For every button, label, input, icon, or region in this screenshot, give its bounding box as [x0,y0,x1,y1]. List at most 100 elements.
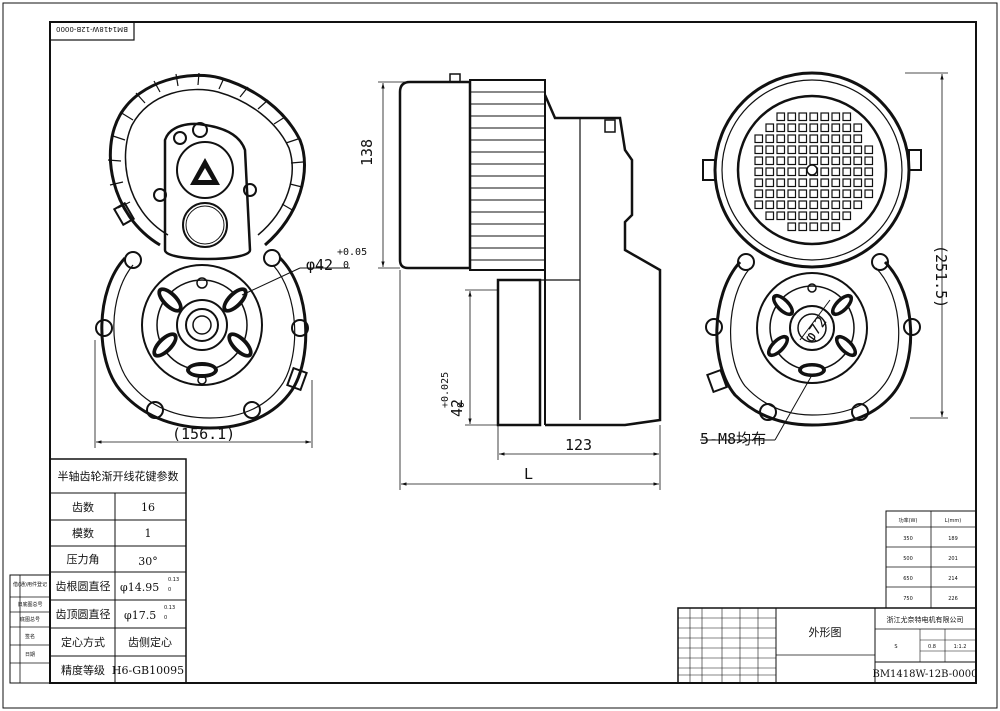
vent-slot [798,178,808,188]
power-row-3-l: 226 [948,596,958,602]
right-view [700,71,922,441]
vent-slot [754,156,764,166]
vent-slot [787,178,797,188]
vent-slot [798,112,808,122]
title-company: 浙江尤奈特电机有限公司 [887,615,964,624]
vent-slot [798,156,808,166]
diameter-label: φ42 [306,256,333,274]
spline-value-3: φ14.95 [120,581,159,594]
power-row-3-w: 750 [903,596,913,602]
vent-slot [798,222,808,232]
vent-slot [842,189,852,199]
width-dim-text: (156.1) [172,425,235,443]
vent-slot [754,167,764,177]
vent-slot [787,134,797,144]
vent-slot [776,156,786,166]
vent-slot [820,178,830,188]
vent-slot [831,211,841,221]
vent-slot [864,189,874,199]
spline-label-2: 压力角 [67,553,100,566]
vent-slot [831,222,841,232]
vent-slot [776,167,786,177]
vent-slot [864,145,874,155]
title-drawing-number: BM1418W-12B-0000 [872,669,977,680]
vent-slot [787,222,797,232]
shaft-label: 42 [448,399,466,417]
vent-slot [776,112,786,122]
side-stamp [9,574,51,684]
spline-label-4: 齿顶圆直径 [56,607,111,621]
title-drawing-name: 外形图 [809,626,842,639]
left-view [95,72,350,430]
vent-slot [831,189,841,199]
power-header-0: 功率(W) [899,517,918,524]
vent-slot [853,200,863,210]
power-header-1: L(mm) [945,518,961,524]
spline-value-5: 齿侧定心 [128,635,172,649]
inner-border [49,21,977,684]
vent-slot [809,145,819,155]
vent-slot [853,156,863,166]
vent-slot [787,200,797,210]
vent-slot [754,200,764,210]
spline-tol-lower-4: 0 [164,615,167,621]
vent-slot [754,145,764,155]
height-138-dimension [378,81,465,269]
vent-slot [831,178,841,188]
shaft-dimension [465,291,498,426]
side-stamp-4: 日期 [25,652,35,658]
middle-view [398,73,662,427]
power-row-0-l: 189 [948,536,958,542]
vent-slot [842,167,852,177]
power-table [885,510,977,609]
vent-slot [820,222,830,232]
spline-label-5: 定心方式 [61,635,105,649]
vent-slot [798,123,808,133]
vent-slot [787,145,797,155]
vent-slot [765,200,775,210]
vent-slot [798,167,808,177]
vent-slot [787,189,797,199]
vent-slot [754,178,764,188]
vent-slot [765,123,775,133]
vent-slot [809,200,819,210]
vent-slot [809,189,819,199]
title-block [677,607,977,684]
vent-slot [798,200,808,210]
diameter-tol-lower: 0 [343,260,349,271]
spline-table [49,458,187,684]
power-row-2-w: 650 [903,576,913,582]
vent-slot [820,156,830,166]
vent-slot [765,134,775,144]
vent-slot [798,189,808,199]
vent-slot [820,200,830,210]
title-weight: 0.8 [928,644,936,650]
spline-tol-upper-3: 0.13 [168,577,179,583]
vent-slot [842,178,852,188]
power-row-1-l: 201 [948,556,958,562]
vent-slot [798,134,808,144]
length-dimensions [399,270,661,490]
shaft-tol-upper: +0.025 [440,372,451,408]
vent-slot [831,156,841,166]
vent-slot [754,189,764,199]
power-row-0-w: 350 [903,536,913,542]
vent-slot [853,189,863,199]
height-251-dimension [905,72,948,419]
spline-label-3: 齿根圆直径 [56,579,111,593]
vent-slot [776,211,786,221]
vent-slot [809,222,819,232]
vent-slot [809,123,819,133]
vent-slot [831,167,841,177]
spline-tol-lower-3: 0 [168,587,171,593]
power-row-2-l: 214 [948,576,958,582]
shaft-tol-lower: 0 [456,402,467,408]
vent-slot [842,145,852,155]
vent-slot [798,211,808,221]
spline-label-6: 精度等级 [61,663,105,677]
spline-value-2: 30° [138,555,158,568]
vent-slot [820,189,830,199]
height-251-text: (251.5) [932,245,950,308]
vent-slot [820,112,830,122]
vent-slot [776,145,786,155]
